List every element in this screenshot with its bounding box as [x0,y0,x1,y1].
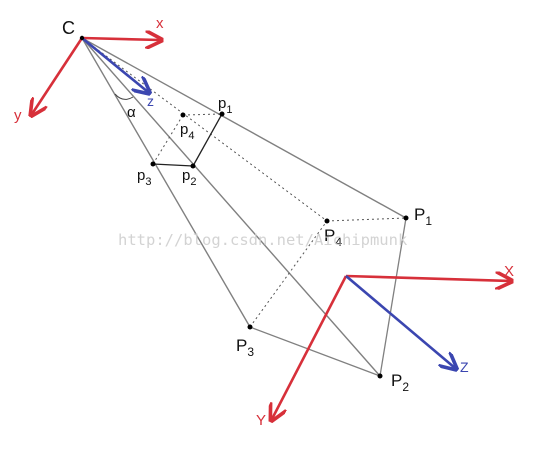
points [79,35,409,379]
label-P1: P1 [414,205,432,228]
edge-P3-P4 [249,220,328,328]
camera-y-label: y [14,107,22,124]
point-P1 [403,215,409,221]
world-x-label: X [504,263,514,280]
label-P3: P3 [236,336,254,359]
world-y-axis [272,275,348,419]
ray-c-p1 [81,37,407,219]
ray-c-p2 [81,37,381,377]
edge-P4-P1 [326,217,407,222]
watermark: http://blog.csdn.net/Aichipmunk [118,231,408,249]
image-plane [152,113,223,167]
label-p4: p4 [180,121,194,142]
point-P3 [247,324,253,330]
world-z-axis [345,275,455,368]
label-p3: p3 [137,167,151,188]
world-x-axis [345,276,510,281]
label-P4: P4 [324,226,342,249]
point-p1 [219,111,225,117]
world-plane-hidden [249,217,407,328]
image-plane-hidden [152,113,223,165]
edge-p3-p4 [152,114,184,165]
point-p4 [180,112,186,118]
edge-p2-p3 [152,163,194,167]
world-y-label: Y [256,412,266,429]
world-plane [249,217,407,377]
edge-p1-p2 [192,113,223,167]
edge-P2-P3 [249,326,381,377]
angle-alpha-label: α [127,104,136,121]
point-P4 [324,218,330,224]
world-z-label: Z [460,359,469,375]
world-axes [272,276,510,419]
point-p3 [150,161,156,167]
edge-p4-p1 [182,113,223,116]
camera-z-axis [81,36,148,92]
camera-center-label: C [62,18,75,38]
camera-y-axis [32,37,84,114]
point-p2 [190,163,196,169]
label-P2: P2 [391,371,409,394]
point-P2 [377,373,383,379]
label-p1: p1 [218,95,232,116]
ray-c-p4 [81,37,328,222]
ray-c-p3 [81,37,251,328]
camera-z-label: z [147,93,154,109]
camera-x-label: x [156,15,164,32]
label-p2: p2 [182,167,196,188]
camera-axes [32,38,160,114]
camera-x-axis [81,38,160,40]
point-C [79,35,85,41]
edge-P1-P2 [379,217,407,377]
projection-rays [81,37,407,377]
alpha-arc [114,93,134,100]
